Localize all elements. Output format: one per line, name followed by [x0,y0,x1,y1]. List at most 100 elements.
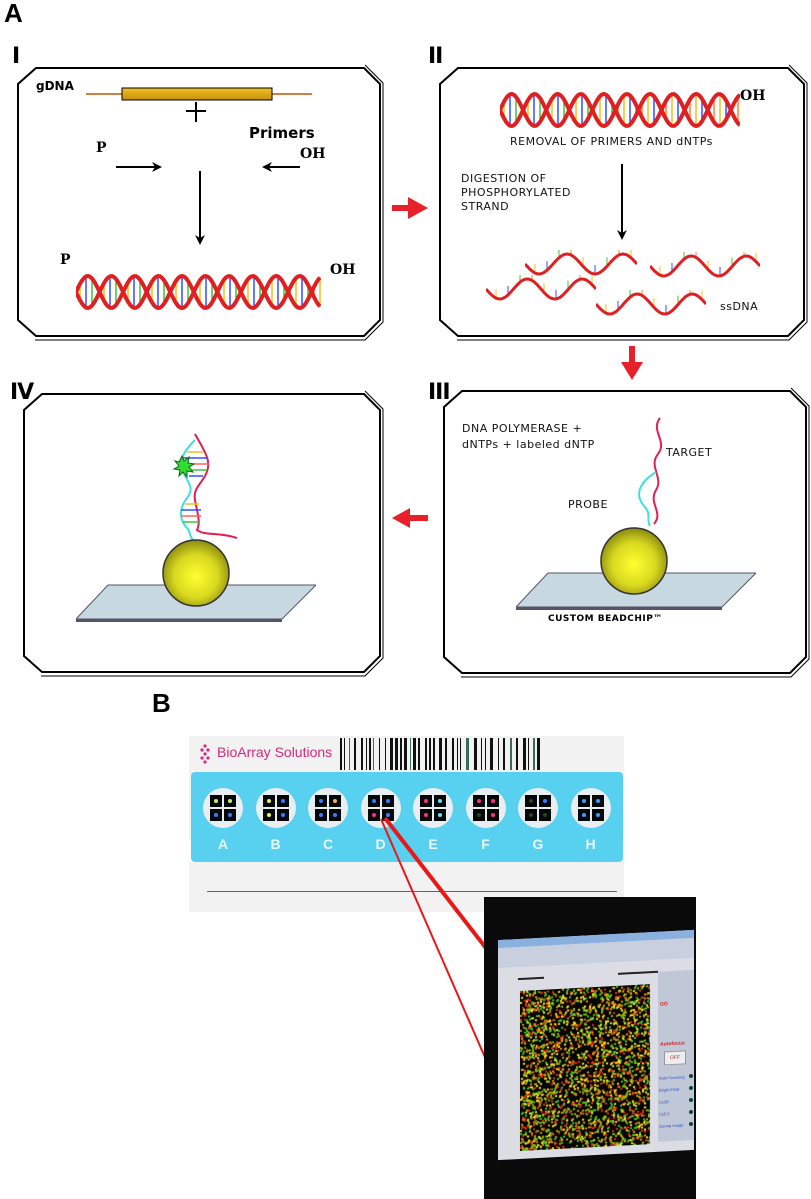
reagent-line-1: DNA POLYMERASE + [462,422,583,435]
status-label: Saving Image [659,1121,684,1129]
array-cell [224,809,236,821]
brand-name: BioArray Solutions [217,744,333,760]
array-cell [472,795,485,807]
barcode-bar [474,738,477,770]
ssdna-fragment [486,275,596,301]
well-e [413,788,453,828]
well-c [308,788,348,828]
barcode-bar [510,738,512,770]
array-cell [367,795,380,807]
signal-dot [595,813,600,817]
array-cell [315,809,327,821]
barcode-bar [498,738,499,770]
fluorescence-scan-image [520,984,650,1151]
dsdna-oh: OH [740,88,766,104]
array-cell [525,809,537,821]
dna-backbone [76,273,321,311]
signal-dot [595,799,600,803]
well-label: C [322,836,334,852]
signal-dot [476,813,481,817]
product-right-oh: OH [330,262,356,278]
signal-dot [385,799,390,803]
gdna-label: gDNA [36,79,74,93]
array-cell [420,809,432,821]
array-cell [472,809,485,821]
primers-label: Primers [249,124,315,142]
status-led-icon [689,1097,693,1103]
custom-beadchip-label: CUSTOM BEADCHIP™ [548,614,663,624]
status-led-icon [689,1085,693,1091]
removal-text: REMOVAL OF PRIMERS AND dNTPs [510,135,713,148]
probe-target-strands [638,417,663,527]
well-g [518,788,558,828]
array-cell [276,795,289,807]
barcode-bar [433,738,435,770]
barcode-bar [490,738,493,770]
array-cell [329,809,341,821]
barcode-bar [537,738,540,770]
array-cell [420,795,432,807]
ssdna-label: ssDNA [720,300,759,313]
barcode-bar [485,738,486,770]
bead [600,527,668,595]
autofocus-label: Autofocus [660,1040,685,1048]
flow-arrow-left [392,508,428,528]
signal-dot [581,813,586,817]
barcode-bar [523,738,526,770]
signal-dot [385,813,390,817]
dna-backbone [500,91,740,128]
barcode-bar [349,738,350,770]
signal-dot [214,813,218,817]
signal-dot [280,813,285,817]
signal-dot [280,799,285,803]
well-array-grid [420,795,446,821]
well-array-grid [262,795,289,821]
barcode-bar [395,738,398,770]
array-cell [486,809,499,821]
barcode [340,738,540,770]
barcode-bar [354,738,356,770]
status-label: Cy5.5 [659,1110,670,1117]
signal-dot [529,813,533,817]
beadchip-iii [516,527,756,610]
barcode-bar [400,738,402,770]
barcode-bar [410,738,411,770]
signal-dot [424,799,428,803]
array-cell [381,809,394,821]
flow-arrow-down [621,346,643,380]
dna-backbone [500,92,740,129]
barcode-bar [457,738,458,770]
barcode-bar [429,738,431,770]
array-cell [224,795,236,807]
array-cell [262,809,275,821]
barcode-bar [533,738,535,770]
barcode-bar [481,738,482,770]
barcode-bar [418,738,420,770]
autofocus-toggle[interactable]: OFF [664,1050,686,1066]
ss-backbone [596,292,706,316]
go-button[interactable]: GO [660,1001,668,1008]
well-b [255,788,296,828]
signal-dot [266,813,271,817]
digestion-line-1: DIGESTION OF [461,172,547,185]
array-cell [539,795,551,807]
right-primer-oh: OH [300,146,326,162]
gdna-segment [86,87,312,122]
section-b-label: B [152,688,171,718]
barcode-bar [516,738,518,770]
dsdna-product [76,273,321,311]
barcode-bar [425,738,427,770]
signal-dot [333,799,337,803]
primer-arrows [116,162,300,245]
well-label: G [532,836,544,852]
barcode-bar [390,738,393,770]
flow-arrow-right [392,197,428,219]
target-label: TARGET [666,446,713,459]
barcode-bar [344,738,345,770]
left-primer-p: P [96,140,107,156]
barcode-bar [439,738,442,770]
signal-dot [214,799,218,803]
ss-backbone [650,254,760,278]
